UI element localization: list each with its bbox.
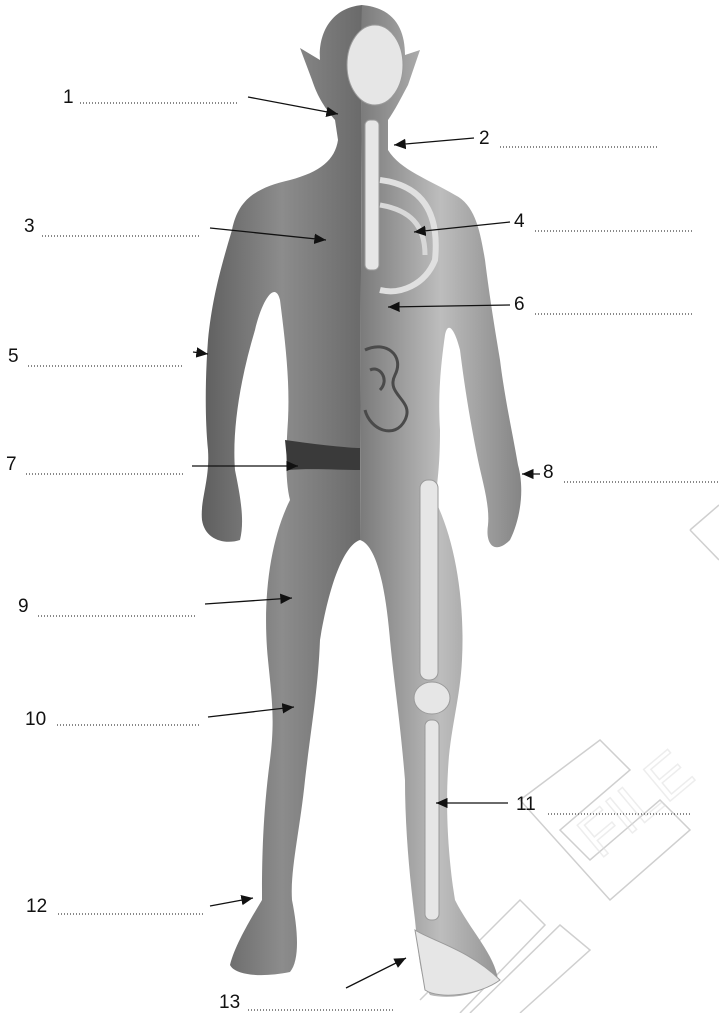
tibia: [425, 720, 439, 920]
femur: [420, 480, 438, 680]
label-5: 5: [8, 346, 19, 367]
arrow-13: [346, 958, 406, 988]
label-6: 6: [514, 294, 525, 315]
label-8: 8: [543, 462, 554, 483]
label-13: 13: [219, 992, 240, 1013]
label-11: 11: [516, 794, 536, 815]
watermark-text: FILE: [565, 737, 705, 870]
label-2: 2: [479, 128, 490, 149]
arrow-2: [394, 138, 474, 145]
label-10: 10: [25, 709, 46, 730]
label-3: 3: [24, 216, 35, 237]
label-9: 9: [18, 596, 29, 617]
label-4: 4: [514, 211, 525, 232]
arrow-12: [210, 898, 253, 906]
skin-half: [202, 5, 362, 975]
spine: [365, 120, 379, 270]
label-12: 12: [26, 896, 47, 917]
muscle-half: [360, 5, 521, 997]
label-7: 7: [6, 454, 17, 475]
label-1: 1: [63, 87, 74, 108]
kneecap: [414, 682, 450, 714]
skull: [347, 25, 403, 105]
human-figure: [202, 5, 522, 997]
arrow-5: [193, 352, 208, 354]
